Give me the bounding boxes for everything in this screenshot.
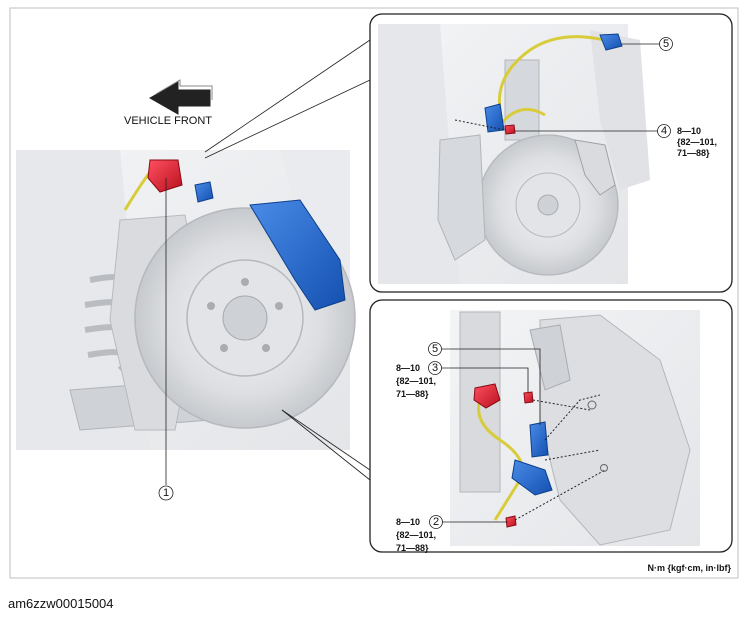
callout-5-bottom-number: 5 [432, 343, 438, 355]
detail-top [369, 13, 733, 293]
inner-fender [16, 150, 150, 450]
zoom-line-top-1 [204, 39, 371, 153]
zoom-line-bottom-1 [281, 409, 371, 471]
sensor-bracket [194, 181, 214, 203]
wheel-studs [207, 278, 283, 352]
brake-caliper [249, 199, 346, 311]
vehicle-front-label: VEHICLE FRONT [124, 115, 212, 127]
callout-1-circle [158, 485, 174, 501]
torque-2-line3: 71—88} [396, 543, 429, 553]
torque-3-line3: 71—88} [396, 389, 429, 399]
detail-top-clip [599, 33, 623, 51]
callout-5-bottom-circle [428, 342, 442, 356]
detail-bottom-hole-lower [600, 464, 608, 472]
callout-1-number: 1 [163, 487, 169, 499]
figure-id-caption: am6zzw00015004 [8, 596, 114, 611]
detail-top-caliper [574, 139, 616, 196]
torque-4-line2: {82—101, [677, 137, 717, 147]
detail-top-bolt [504, 124, 516, 135]
callout-2-number: 2 [433, 516, 439, 528]
hub-center [222, 295, 268, 341]
detail-top-hub-center [537, 194, 559, 216]
callout-5-bottom-leader [441, 348, 541, 425]
detail-top-knuckle [437, 134, 486, 261]
callout-3-leader [441, 367, 529, 392]
callout-2-circle [429, 515, 443, 529]
detail-bottom-bracket-lower [511, 459, 553, 496]
detail-top-wire-2 [498, 107, 546, 126]
torque-4-line1: 8—10 [677, 126, 701, 136]
detail-top-bracket [484, 103, 505, 133]
detail-top-bolt-axis [454, 119, 506, 131]
detail-bottom-bolt-3 [523, 391, 534, 404]
detail-bottom-bolt-2 [505, 515, 517, 528]
callout-5-top-number: 5 [663, 38, 669, 50]
callout-5-top-circle [659, 37, 673, 51]
detail-bottom-install-lines [514, 394, 606, 521]
detail-bottom [369, 299, 733, 553]
detail-top-wire [493, 35, 605, 126]
torque-3-line1: 8—10 [396, 363, 420, 373]
detail-top-body [590, 30, 650, 190]
callout-4-number: 4 [661, 125, 667, 137]
vehicle-front-arrow-icon [148, 79, 213, 115]
sensor-connector [147, 159, 183, 193]
main-view [16, 150, 356, 450]
torque-units-label: N·m {kgf·cm, in·lbf} [647, 563, 731, 573]
zoom-line-bottom-2 [281, 409, 371, 481]
torque-3-line2: {82—101, [396, 376, 436, 386]
callout-4-circle [657, 124, 671, 138]
torque-2-line1: 8—10 [396, 517, 420, 527]
callout-3-circle [428, 361, 442, 375]
zoom-line-top-2 [204, 79, 371, 159]
callout-3-number: 3 [432, 362, 438, 374]
torque-2-line2: {82—101, [396, 530, 436, 540]
detail-bottom-connector [473, 383, 501, 409]
torque-4-line3: 71—88} [677, 148, 710, 158]
detail-bottom-hole-upper [587, 400, 597, 410]
